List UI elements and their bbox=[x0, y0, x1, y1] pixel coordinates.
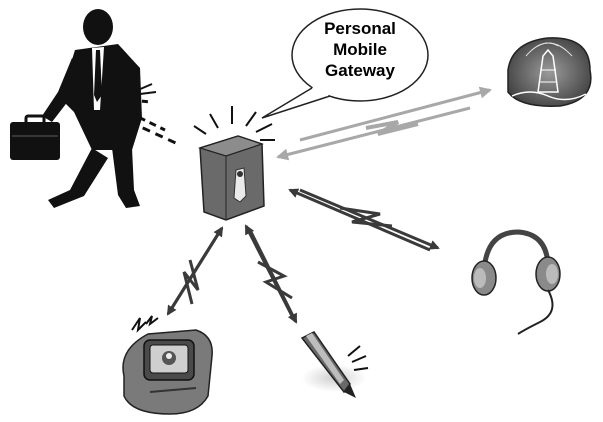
network-tower-icon bbox=[508, 38, 591, 106]
gateway-label-line-1: Personal bbox=[300, 18, 420, 39]
link-gateway-pen bbox=[246, 226, 296, 322]
mobile-gateway-device-icon bbox=[194, 106, 275, 220]
link-gateway-headphones bbox=[290, 190, 438, 250]
gateway-label-container: Personal Mobile Gateway bbox=[300, 18, 420, 94]
digital-pen-icon bbox=[302, 332, 368, 398]
smart-watch-icon bbox=[123, 316, 212, 414]
gateway-label-line-2: Mobile bbox=[300, 39, 420, 60]
businessman-icon bbox=[10, 9, 180, 208]
gateway-label-line-3: Gateway bbox=[300, 60, 420, 81]
link-gateway-watch bbox=[168, 228, 222, 314]
headphones-icon bbox=[472, 232, 560, 334]
